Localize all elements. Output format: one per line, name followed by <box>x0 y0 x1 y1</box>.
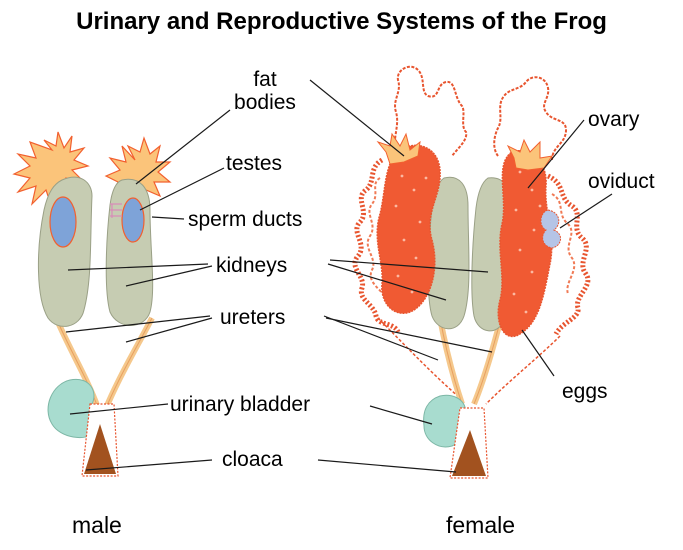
label-eggs: eggs <box>562 380 608 403</box>
label-fat-bodies-line2: bodies <box>224 91 306 114</box>
male-illustration <box>14 132 170 476</box>
leader-cloaca-female <box>318 460 456 472</box>
female-oviduct-coils-right <box>548 176 588 334</box>
leader-oviduct <box>560 194 612 228</box>
label-testes: testes <box>226 152 282 175</box>
female-oviduct-blue <box>541 210 561 248</box>
leader-fat-bodies-female <box>310 80 404 156</box>
female-ovary-right <box>498 151 551 337</box>
leader-sperm-ducts <box>152 217 184 219</box>
female-ureter-right <box>474 322 500 404</box>
label-fat-bodies: fat bodies <box>224 68 306 114</box>
label-kidneys: kidneys <box>216 254 287 277</box>
female-oviduct-lower-right <box>486 336 560 404</box>
leader-ureters-female-2 <box>326 318 492 352</box>
label-urinary-bladder: urinary bladder <box>170 393 310 416</box>
leader-bladder-female <box>370 406 432 424</box>
label-ovary: ovary <box>588 108 639 131</box>
caption-female: female <box>446 512 515 539</box>
label-sperm-ducts: sperm ducts <box>188 208 302 231</box>
male-testis-right <box>122 198 144 242</box>
leader-eggs <box>522 330 554 376</box>
label-fat-bodies-line1: fat <box>224 68 306 91</box>
label-cloaca: cloaca <box>222 448 283 471</box>
female-oviduct-top-right <box>494 77 566 160</box>
label-ureters: ureters <box>220 306 285 329</box>
label-oviduct: oviduct <box>588 170 655 193</box>
male-testis-left <box>50 197 76 247</box>
leader-fat-bodies-male <box>136 110 230 184</box>
caption-male: male <box>72 512 122 539</box>
female-illustration <box>355 67 588 478</box>
female-ureter-left <box>440 318 462 404</box>
